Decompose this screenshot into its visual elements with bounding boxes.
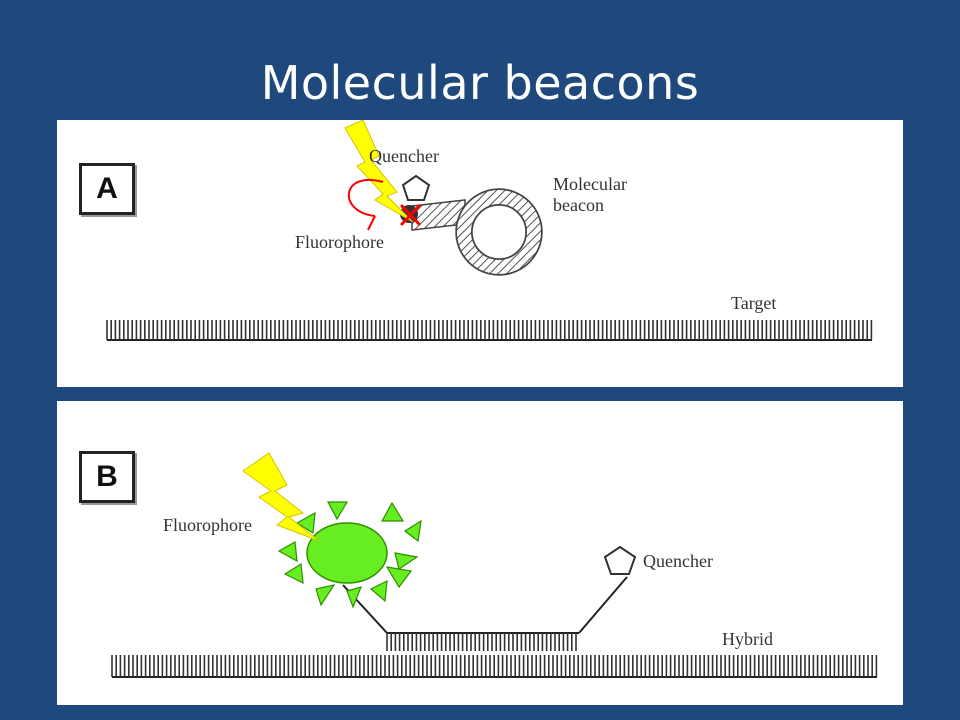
molecular-beacon-label: Molecular beacon — [553, 174, 627, 215]
molecular-beacon — [411, 188, 543, 276]
target-strand — [106, 320, 873, 341]
target-strand-b — [111, 655, 878, 678]
panel-b-label: B — [79, 451, 135, 503]
lightning-bolt-icon-b — [242, 452, 320, 542]
fluorophore-glow — [277, 501, 422, 609]
molecular-beacon-label-line1: Molecular — [553, 174, 627, 194]
quench-x-icon — [400, 204, 421, 226]
fluorophore-label-a: Fluorophore — [295, 232, 384, 252]
lightning-bolt-icon — [344, 120, 414, 223]
blocked-emission-arc — [348, 179, 384, 217]
panel-a: A Quencher Fluorophore Molecular beacon … — [57, 120, 903, 387]
fluorophore-label-b: Fluorophore — [163, 515, 252, 535]
panel-a-label: A — [79, 163, 135, 215]
quencher-pentagon — [401, 174, 431, 201]
target-label: Target — [731, 293, 777, 313]
quencher-label-b: Quencher — [643, 551, 713, 571]
quencher-label-a: Quencher — [369, 146, 439, 166]
panel-a-diagram — [106, 120, 873, 341]
hybrid-label: Hybrid — [722, 629, 773, 649]
panel-b: B Fluorophore Quencher Hybrid — [57, 401, 903, 705]
panel-b-diagram — [111, 452, 878, 678]
hybrid-segment — [386, 632, 579, 651]
slide-title: Molecular beacons — [260, 56, 700, 110]
molecular-beacon-label-line2: beacon — [553, 194, 604, 215]
quencher-pentagon-b — [603, 545, 637, 575]
